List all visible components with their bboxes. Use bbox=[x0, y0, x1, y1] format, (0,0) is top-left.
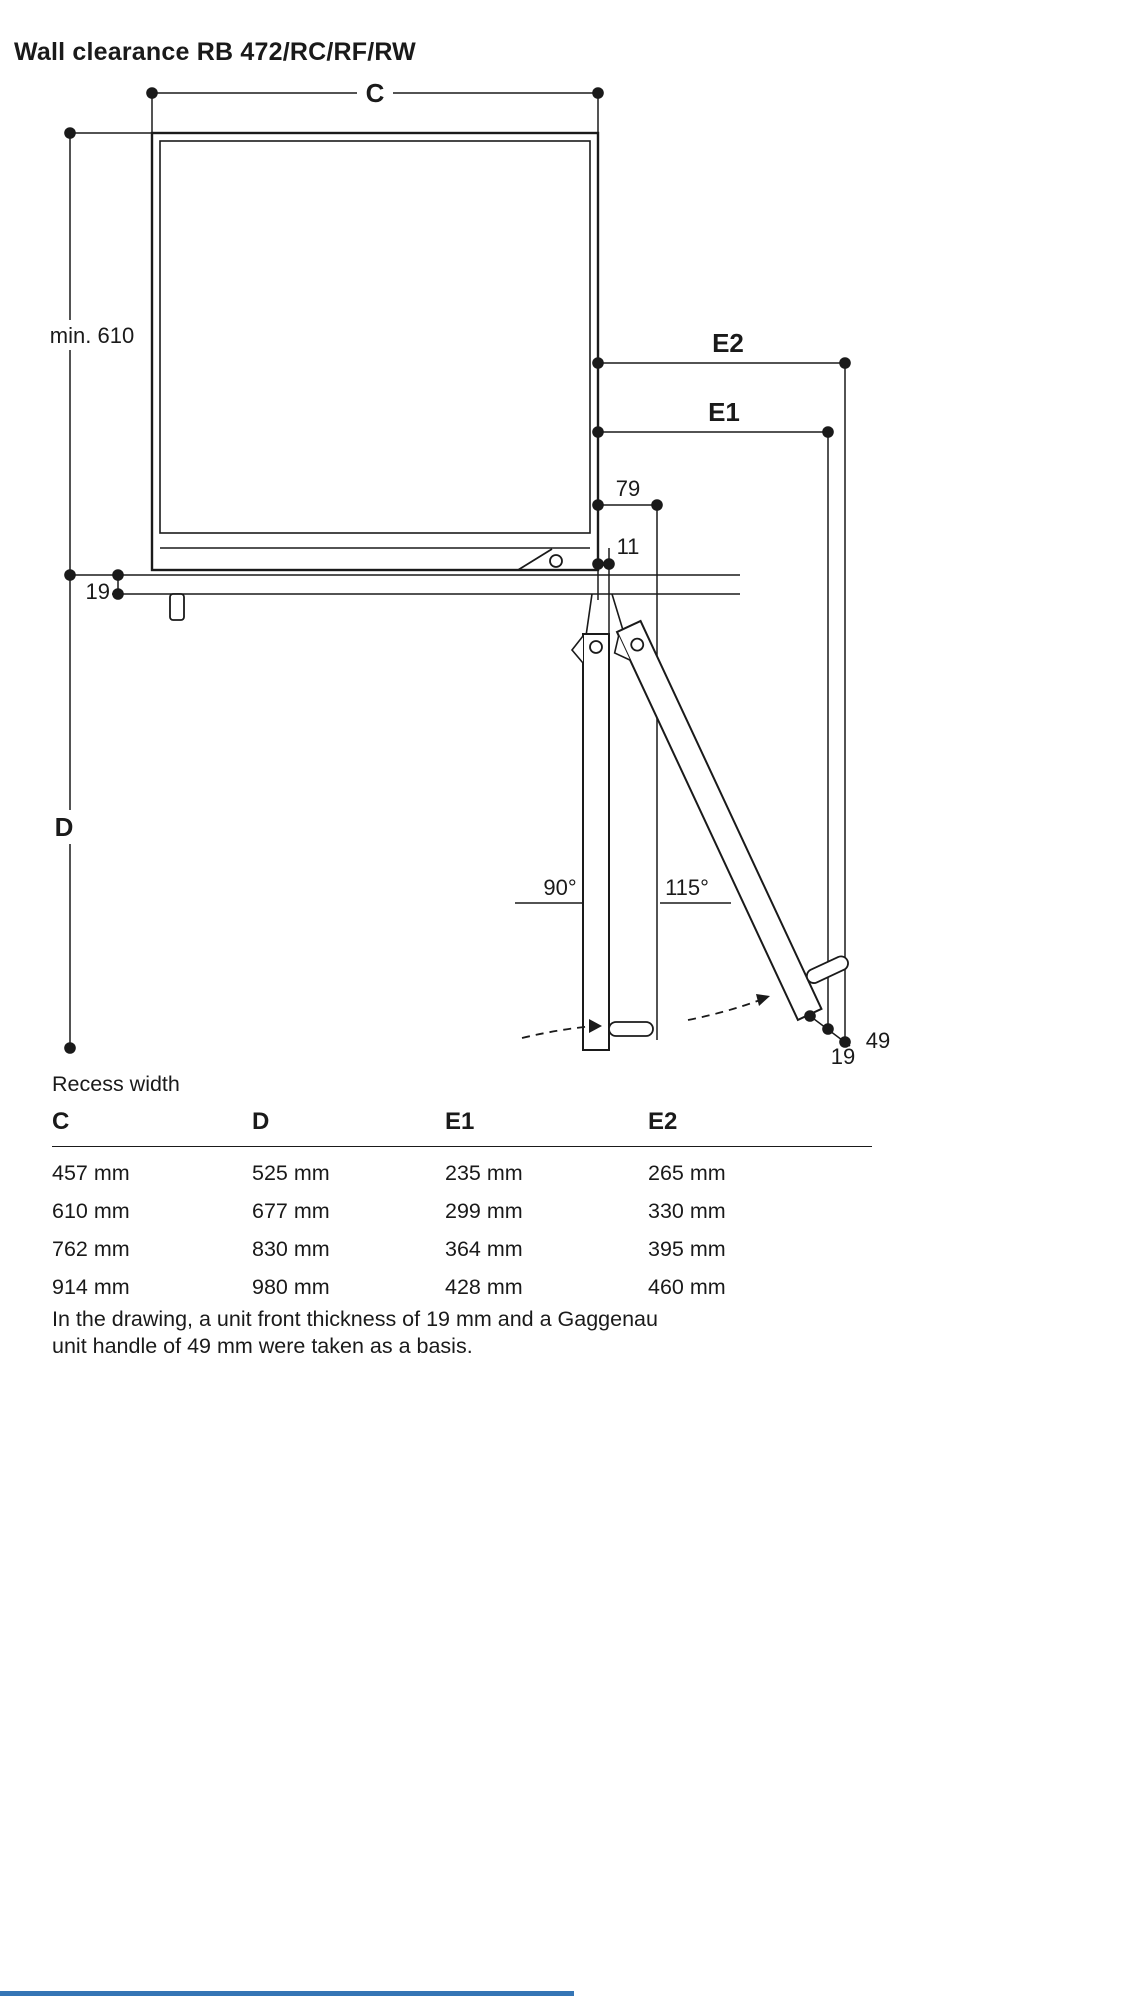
dim-11-label: 11 bbox=[617, 534, 640, 559]
door-open-115 bbox=[613, 619, 849, 1022]
angle-90-label: 90° bbox=[543, 875, 576, 900]
table-cell: 428 mm bbox=[445, 1275, 523, 1299]
dim-79-label: 79 bbox=[616, 476, 640, 501]
swing-arrowhead-left bbox=[589, 1019, 602, 1033]
table-cell: 762 mm bbox=[52, 1237, 130, 1261]
footnote: In the drawing, a unit front thickness o… bbox=[52, 1306, 772, 1360]
dim-e1-label: E1 bbox=[708, 397, 740, 427]
table-header-d: D bbox=[252, 1108, 270, 1135]
door-hinge-pin-90 bbox=[589, 640, 603, 654]
table-cell: 525 mm bbox=[252, 1161, 330, 1185]
dim-19-left-label: 19 bbox=[86, 579, 110, 604]
page-title: Wall clearance RB 472/RC/RF/RW bbox=[14, 38, 416, 66]
footer-accent-bar bbox=[0, 1991, 574, 1996]
table-cell: 265 mm bbox=[648, 1161, 726, 1185]
table-cell: 395 mm bbox=[648, 1237, 726, 1261]
label-backgrounds bbox=[40, 320, 144, 844]
table-header-e1: E1 bbox=[445, 1108, 475, 1135]
table-header-row: C D E1 E2 bbox=[52, 1108, 872, 1146]
table-cell: 235 mm bbox=[445, 1161, 523, 1185]
table-cell: 460 mm bbox=[648, 1275, 726, 1299]
table-cell: 330 mm bbox=[648, 1199, 726, 1223]
dimension-lines bbox=[69, 92, 851, 1048]
table-cell: 364 mm bbox=[445, 1237, 523, 1261]
door-swing-arrows bbox=[521, 994, 770, 1039]
angle-115-label: 115° bbox=[665, 875, 709, 900]
dimension-labels: C min. 610 D E2 E1 79 11 19 90° 115° 19 … bbox=[50, 78, 890, 1069]
footnote-line-2: unit handle of 49 mm were taken as a bas… bbox=[52, 1334, 473, 1358]
table-cell: 610 mm bbox=[52, 1199, 130, 1223]
table-cell: 914 mm bbox=[52, 1275, 130, 1299]
cabinet-hinge bbox=[517, 548, 563, 571]
cabinet-foot bbox=[169, 593, 185, 621]
table-cell: 830 mm bbox=[252, 1237, 330, 1261]
footnote-line-1: In the drawing, a unit front thickness o… bbox=[52, 1307, 658, 1331]
dim-e2-label: E2 bbox=[712, 328, 744, 358]
dim-49-label: 49 bbox=[866, 1028, 890, 1053]
wall-clearance-diagram: C min. 610 D E2 E1 79 11 19 90° 115° 19 … bbox=[40, 78, 891, 1069]
dim-min-610-label: min. 610 bbox=[50, 323, 134, 348]
dim-19-right-label: 19 bbox=[831, 1044, 855, 1069]
door-open-90 bbox=[570, 633, 654, 1051]
table-caption: Recess width bbox=[52, 1072, 180, 1096]
table-body: 457 mm 525 mm 235 mm 265 mm 610 mm 677 m… bbox=[52, 1147, 872, 1299]
door-handle-90 bbox=[608, 1021, 654, 1037]
table-cell: 457 mm bbox=[52, 1161, 130, 1185]
table-rule bbox=[52, 1146, 872, 1147]
table-cell: 677 mm bbox=[252, 1199, 330, 1223]
recess-width-table: Recess width C D E1 E2 457 mm 525 mm 235… bbox=[52, 1072, 872, 1299]
table-header-e2: E2 bbox=[648, 1108, 678, 1135]
dim-d-label: D bbox=[55, 812, 74, 842]
door-handle-115 bbox=[805, 955, 849, 984]
dim-c-label: C bbox=[366, 78, 385, 108]
table-header-c: C bbox=[52, 1108, 70, 1135]
table-cell: 299 mm bbox=[445, 1199, 523, 1223]
swing-arrowhead-right bbox=[756, 994, 770, 1006]
door-hinge-pin-115 bbox=[630, 637, 645, 652]
dimension-dots bbox=[64, 87, 851, 1054]
cabinet bbox=[150, 131, 600, 621]
table-cell: 980 mm bbox=[252, 1275, 330, 1299]
